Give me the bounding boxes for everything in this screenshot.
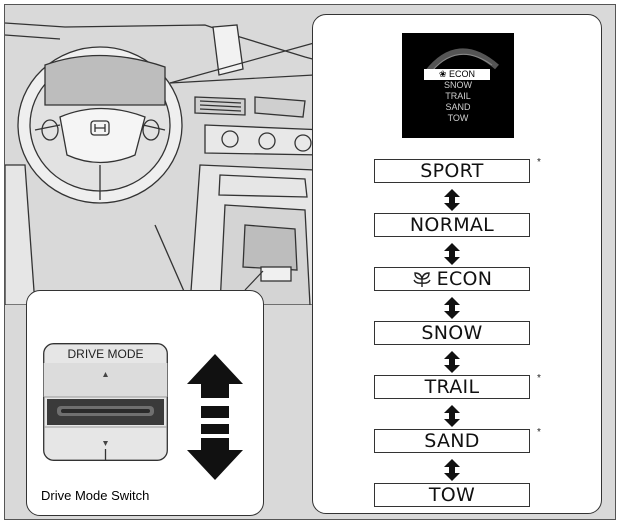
mode-sport-label: SPORT <box>420 160 484 182</box>
updown-arrow-icon <box>444 351 460 373</box>
mode-tow: TOW <box>374 483 530 507</box>
mode-display-screen: ❀ ECON SNOW TRAIL SAND TOW <box>402 33 514 138</box>
updown-arrow-icon <box>444 405 460 427</box>
mode-normal-label: NORMAL <box>409 214 495 236</box>
mode-econ-label: ECON <box>436 268 493 290</box>
econ-leaf-icon <box>413 272 431 287</box>
drive-mode-switch-caption: Drive Mode Switch <box>41 488 150 503</box>
drive-mode-switch <box>43 343 168 461</box>
mode-sport: SPORT <box>374 159 530 183</box>
screen-item-sand: SAND <box>445 102 471 112</box>
mode-sand: SAND <box>374 429 530 453</box>
mode-econ: ECON <box>374 267 530 291</box>
mode-sand-star: * <box>537 427 541 438</box>
mode-tow-label: TOW <box>428 484 476 506</box>
mode-list-panel: ❀ ECON SNOW TRAIL SAND TOW SPORT * NORMA… <box>312 14 602 514</box>
switch-title: DRIVE MODE <box>67 347 144 361</box>
illustration: ❀ ECON SNOW TRAIL SAND TOW SPORT * NORMA… <box>4 4 616 520</box>
mode-snow-label: SNOW <box>421 322 483 344</box>
mode-normal: NORMAL <box>374 213 530 237</box>
mode-trail: TRAIL <box>374 375 530 399</box>
mode-trail-label: TRAIL <box>424 376 480 398</box>
up-down-big-arrow-icon <box>187 354 243 480</box>
drive-mode-switch-panel: DRIVE MODE Drive Mode Switch <box>26 290 264 516</box>
cockpit-illustration <box>5 22 335 305</box>
screen-gauge-icon <box>424 48 499 73</box>
screen-item-tow: TOW <box>447 113 469 123</box>
mode-snow: SNOW <box>374 321 530 345</box>
screen-econ-leaf-icon: ❀ <box>438 69 447 79</box>
mode-trail-star: * <box>537 373 541 384</box>
updown-arrow-icon <box>444 459 460 481</box>
screen-item-econ: ❀ ECON <box>424 69 490 80</box>
updown-arrow-icon <box>444 243 460 265</box>
mode-sport-star: * <box>537 157 541 168</box>
mode-sand-label: SAND <box>424 430 480 452</box>
screen-item-snow: SNOW <box>444 80 472 90</box>
updown-arrow-icon <box>444 297 460 319</box>
updown-arrow-icon <box>444 189 460 211</box>
screen-item-trail: TRAIL <box>445 91 471 101</box>
